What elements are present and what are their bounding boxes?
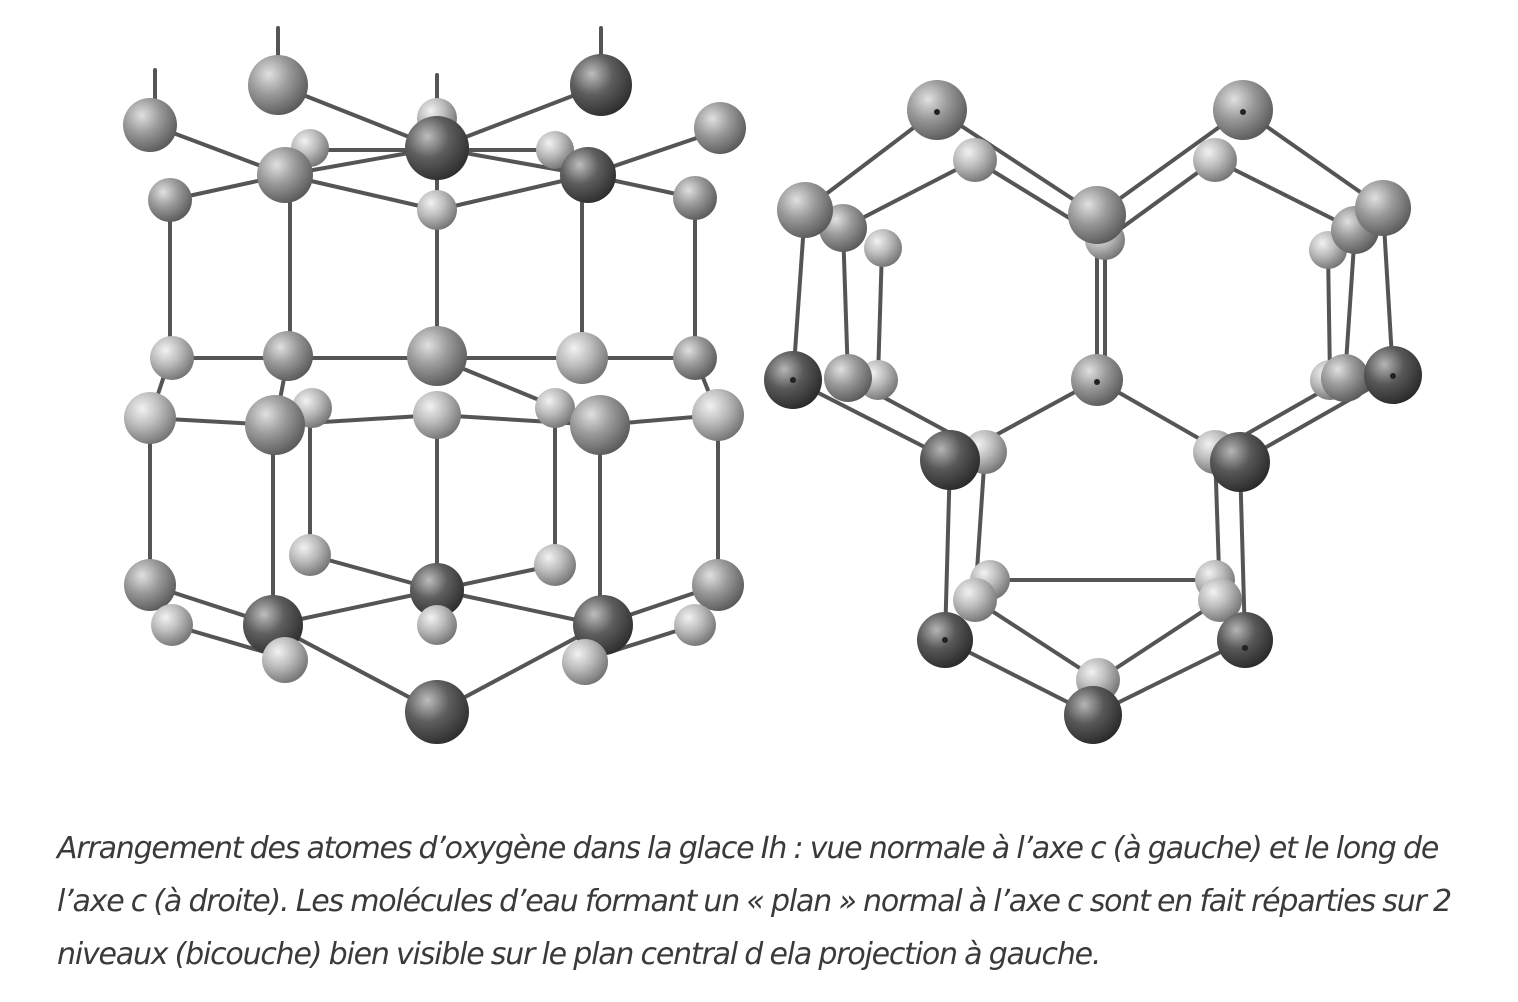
ice-model-side-view: [123, 26, 746, 744]
figure: [123, 26, 1422, 744]
figure-caption: Arrangement des atomes d’oxygène dans la…: [57, 831, 1452, 972]
ice-model-axial-view: [764, 80, 1422, 744]
